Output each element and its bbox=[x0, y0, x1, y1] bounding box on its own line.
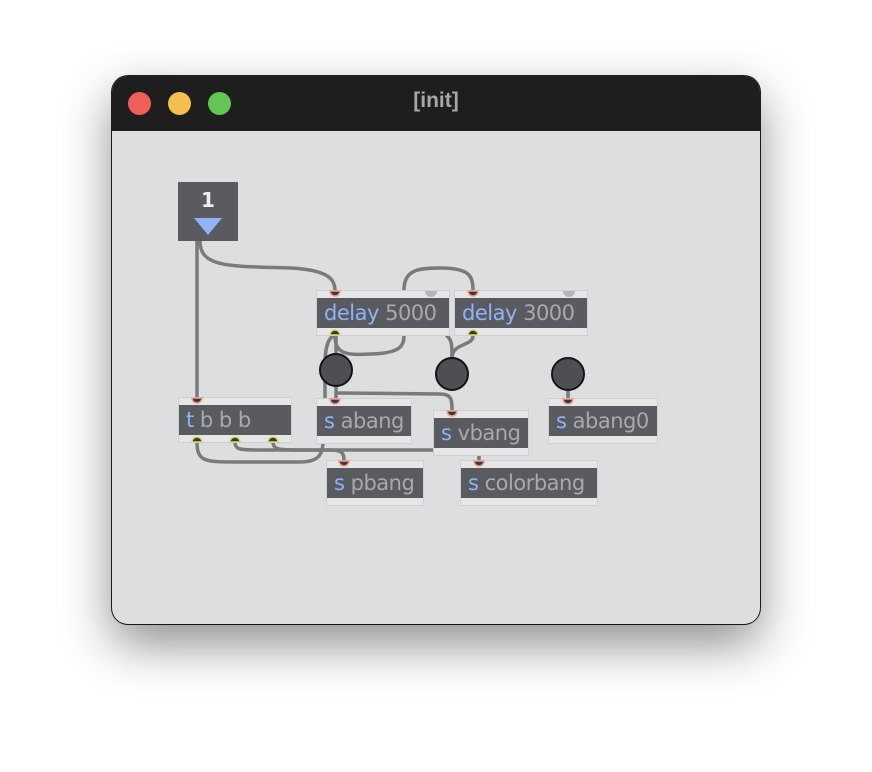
object-arg: abang bbox=[340, 409, 405, 433]
send-abang0-object[interactable]: s abang0 bbox=[548, 398, 658, 444]
send-colorbang-object[interactable]: s colorbang bbox=[460, 460, 598, 506]
object-arg: pbang bbox=[350, 471, 415, 495]
cord-trigger-out3 bbox=[271, 440, 435, 452]
cord-button1-to-vbang bbox=[335, 391, 454, 413]
send-vbang-object[interactable]: s vbang bbox=[433, 410, 529, 456]
object-arg: abang0 bbox=[572, 409, 650, 433]
object-arg: vbang bbox=[457, 421, 521, 445]
cord-delay-to-vbang bbox=[445, 334, 454, 360]
triangle-down-icon bbox=[194, 218, 222, 235]
object-keyword: delay bbox=[462, 301, 517, 325]
cord-msg-to-delay5000 bbox=[198, 239, 337, 293]
object-arg: b b b bbox=[199, 408, 251, 432]
bang-button-3[interactable] bbox=[551, 357, 585, 391]
bang-button-2[interactable] bbox=[435, 357, 469, 391]
zoom-button[interactable] bbox=[208, 92, 231, 115]
window-title: [init] bbox=[413, 89, 459, 112]
object-keyword: s bbox=[334, 471, 345, 495]
message-value: 1 bbox=[201, 188, 215, 212]
send-abang-object[interactable]: s abang bbox=[316, 398, 412, 444]
object-keyword: s bbox=[324, 409, 335, 433]
title-bar[interactable]: [init] bbox=[112, 76, 760, 131]
object-keyword: t bbox=[186, 408, 194, 432]
object-keyword: s bbox=[441, 421, 452, 445]
object-keyword: s bbox=[556, 409, 567, 433]
patcher-window: [init] bbox=[112, 76, 760, 624]
object-arg: colorbang bbox=[484, 471, 586, 495]
delay-3000-object[interactable]: delay 3000 bbox=[454, 290, 588, 336]
object-keyword: s bbox=[468, 471, 479, 495]
trigger-object[interactable]: t b b b bbox=[178, 397, 292, 443]
close-button[interactable] bbox=[128, 92, 151, 115]
cord-delay3000-to-button2 bbox=[450, 334, 475, 360]
cord-trigger-out1 bbox=[195, 440, 325, 464]
bang-button-1[interactable] bbox=[319, 353, 353, 387]
send-pbang-object[interactable]: s pbang bbox=[326, 460, 424, 506]
delay-5000-object[interactable]: delay 5000 bbox=[316, 290, 450, 336]
object-keyword: delay bbox=[324, 301, 379, 325]
message-box[interactable]: 1 bbox=[178, 182, 238, 241]
object-arg: 5000 bbox=[385, 301, 437, 325]
object-arg: 3000 bbox=[523, 301, 575, 325]
minimize-button[interactable] bbox=[168, 92, 191, 115]
